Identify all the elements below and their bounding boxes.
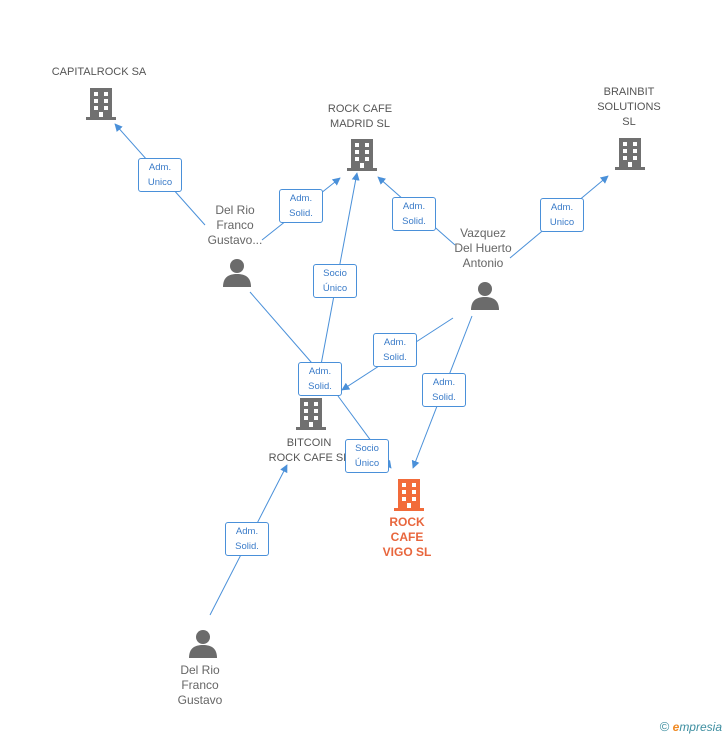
building-icon-brainbit	[615, 138, 645, 170]
building-icon-capitalrock	[86, 88, 116, 120]
edge-label-bitcoin-madrid: Socio Único	[313, 264, 357, 298]
edge-label-vazquez-madrid: Adm. Solid.	[392, 197, 436, 231]
edge-label-delrio2-bitcoin: Adm. Solid.	[225, 522, 269, 556]
node-label-brainbit[interactable]: BRAINBIT SOLUTIONS SL	[597, 86, 661, 128]
person-icon-delrio2	[189, 630, 217, 658]
node-label-madrid[interactable]: ROCK CAFE MADRID SL	[327, 103, 393, 130]
edge-line-delrio1-bitcoin	[249, 291, 319, 371]
node-label-capitalrock[interactable]: CAPITALROCK SA	[51, 66, 147, 78]
node-label-vigo[interactable]: ROCK CAFE VIGO SL	[382, 515, 432, 559]
edge-label-vazquez-vigo: Adm. Solid.	[422, 373, 466, 407]
edge-label-vazquez-brainbit: Adm. Unico	[540, 198, 584, 232]
person-icon-delrio1	[223, 259, 251, 287]
building-icon-bitcoin	[296, 398, 326, 430]
edge-label-delrio1-madrid: Adm. Solid.	[279, 189, 323, 223]
copyright-icon: ©	[659, 719, 670, 734]
edge-label-delrio1-bitcoin: Adm. Solid.	[298, 362, 342, 396]
empresia-logo: © empresia	[660, 719, 722, 734]
building-icon-vigo	[394, 479, 424, 511]
edge-label-bitcoin-vigo: Socio Único	[345, 439, 389, 473]
node-label-bitcoin[interactable]: BITCOIN ROCK CAFE SL	[268, 437, 350, 464]
person-icon-vazquez	[471, 282, 499, 310]
edge-label-delrio1-capitalrock: Adm. Unico	[138, 158, 182, 192]
node-label-delrio2[interactable]: Del Rio Franco Gustavo	[177, 663, 223, 707]
node-label-delrio1[interactable]: Del Rio Franco Gustavo...	[207, 203, 263, 247]
building-icon-madrid	[347, 139, 377, 171]
edge-label-vazquez-bitcoin: Adm. Solid.	[373, 333, 417, 367]
brand-name: empresia	[672, 720, 722, 734]
node-label-vazquez[interactable]: Vazquez Del Huerto Antonio	[454, 226, 512, 270]
